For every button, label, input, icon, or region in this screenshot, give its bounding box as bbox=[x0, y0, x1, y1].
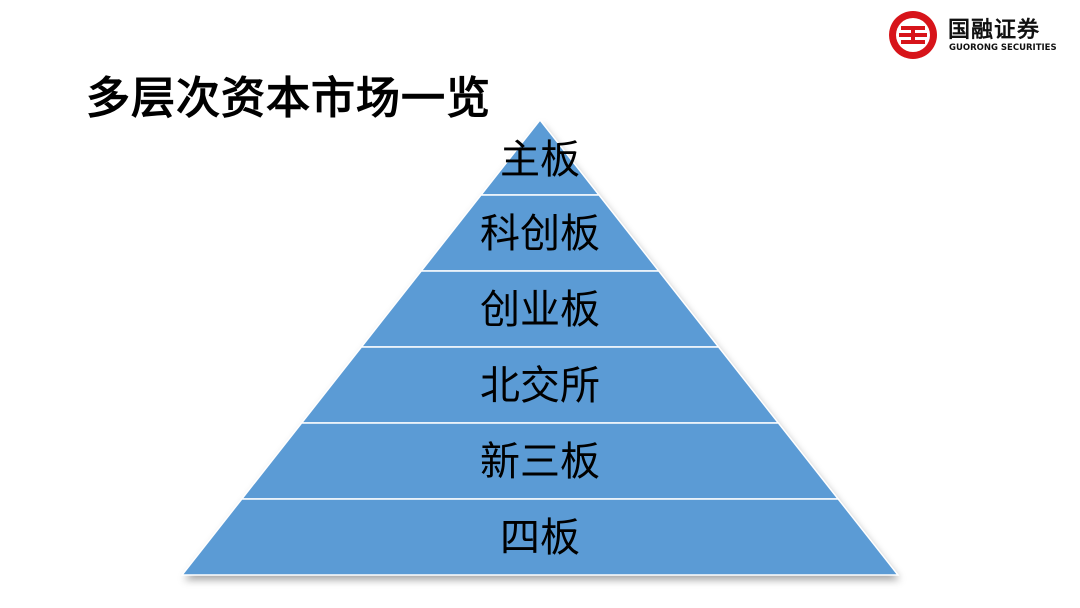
pyramid-tier-label: 北交所 bbox=[480, 363, 600, 409]
logo-subtitle: GUORONG SECURITIES bbox=[949, 43, 1057, 53]
logo-name: 国融证券 bbox=[948, 18, 1041, 43]
pyramid-tier-label: 四板 bbox=[500, 515, 580, 561]
pyramid-tier-6 bbox=[180, 498, 900, 576]
pyramid-tier-label: 新三板 bbox=[480, 439, 600, 485]
page-title: 多层次资本市场一览 bbox=[86, 73, 491, 124]
guorong-logo-icon bbox=[889, 11, 937, 59]
company-logo: 国融证券 GUORONG SECURITIES bbox=[886, 8, 1072, 62]
pyramid-tier-label: 创业板 bbox=[480, 287, 600, 333]
pyramid-tier-label: 科创板 bbox=[480, 211, 600, 257]
pyramid-tier-label: 主板 bbox=[500, 137, 580, 183]
